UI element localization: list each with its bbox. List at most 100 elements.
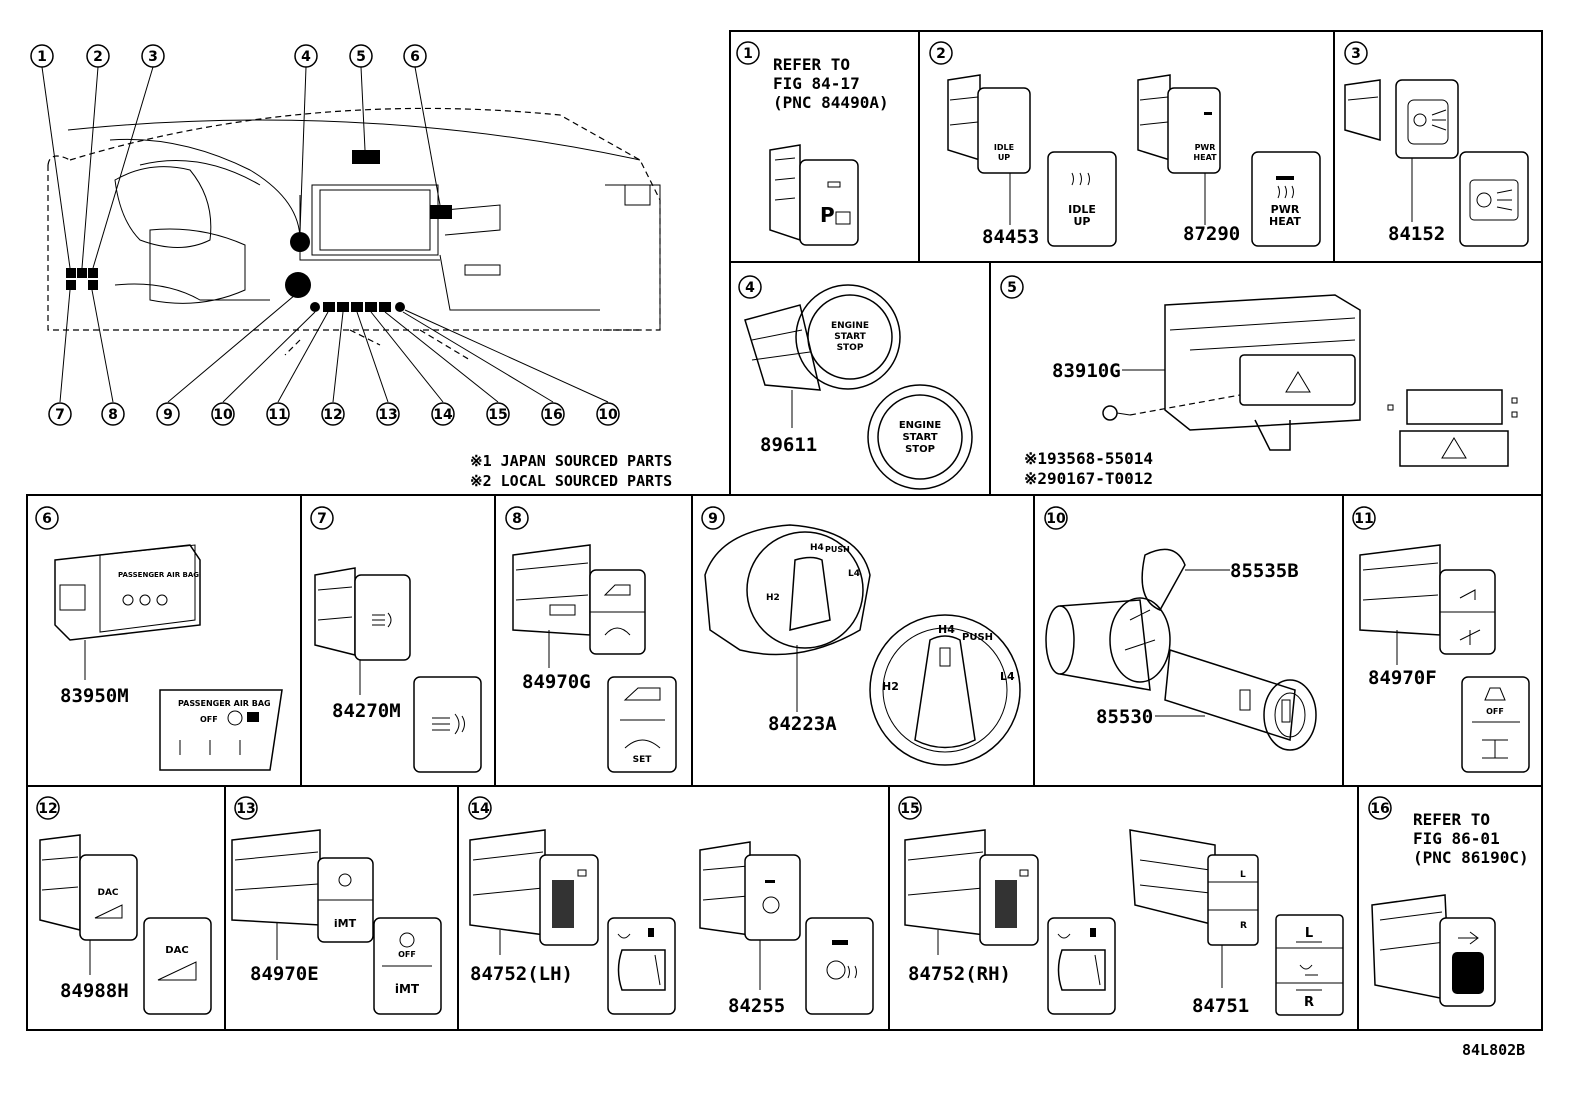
seat-heater-lr-switch: L R (1129, 829, 1259, 946)
svg-text:1: 1 (743, 46, 753, 62)
refer-line-2: FIG 84-17 (773, 74, 860, 93)
svg-text:ENGINE: ENGINE (831, 321, 869, 331)
svg-text:16: 16 (543, 407, 562, 423)
callout-2: 2 (86, 44, 110, 68)
svg-text:PUSH: PUSH (825, 545, 850, 554)
hazard-switch-marker (352, 150, 380, 164)
seat-heater-lr-icon-box: L R (1275, 914, 1344, 1016)
svg-text:2: 2 (93, 49, 103, 65)
svg-text:6: 6 (42, 511, 52, 527)
svg-text:H2: H2 (882, 680, 899, 693)
dual-switch-84970F (1359, 544, 1496, 655)
callout-10b: 10 (596, 402, 620, 426)
socket-sleeve (1045, 597, 1171, 691)
panel-6: 6 PASSENGER AIR BAG 83950M PASSENGER AIR… (35, 506, 283, 771)
svg-text:10: 10 (1046, 511, 1066, 527)
dual-switch-icon-box-F: OFF (1461, 676, 1530, 773)
svg-text:7: 7 (55, 407, 65, 423)
airbag-indicator-unit: PASSENGER AIR BAG (54, 544, 201, 641)
svg-text:UP: UP (1074, 215, 1091, 228)
imt-icon-box: OFF iMT (373, 917, 442, 1015)
svg-text:11: 11 (268, 407, 287, 423)
seat-heater-dial-rh (904, 829, 1039, 946)
dac-icon-box: DAC (143, 917, 212, 1015)
callout-5: 5 (349, 44, 373, 68)
heated-steering-icon-box (805, 917, 874, 1015)
svg-text:6: 6 (410, 49, 420, 65)
pwr-heat-switch: PWR HEAT (1137, 74, 1221, 174)
svg-text:12: 12 (323, 407, 342, 423)
svg-text:SET: SET (633, 755, 653, 765)
airbag-indicator-face: PASSENGER AIR BAG OFF (159, 689, 283, 771)
callout-14: 14 (431, 402, 455, 426)
part-85530: 85530 (1096, 706, 1153, 728)
svg-text:11: 11 (1354, 511, 1373, 527)
engine-start-button-face: ENGINE START STOP (867, 384, 973, 490)
engine-start-marker (290, 232, 310, 252)
svg-text:START: START (902, 432, 937, 443)
svg-text:ENGINE: ENGINE (899, 420, 941, 431)
panel-4: 4 ENGINE START STOP 89611 ENGINE START S… (738, 275, 973, 490)
svg-text:H2: H2 (766, 593, 780, 603)
switch-marker-7 (66, 280, 76, 290)
panel-11: 11 84970F OFF (1352, 506, 1530, 773)
refer16-line-1: REFER TO (1413, 810, 1490, 829)
4wd-knob-marker (285, 272, 311, 298)
svg-text:PASSENGER AIR BAG: PASSENGER AIR BAG (118, 571, 199, 579)
svg-text:IDLE: IDLE (994, 143, 1014, 152)
part-84223A: 84223A (768, 713, 837, 735)
part-84255: 84255 (728, 995, 785, 1017)
svg-text:L4: L4 (1000, 670, 1015, 683)
svg-text:15: 15 (488, 407, 507, 423)
panel-13: 13 iMT 84970E OFF iMT (231, 796, 442, 1015)
svg-text:iMT: iMT (395, 982, 420, 996)
part-290167-T0012: ※290167-T0012 (1024, 469, 1153, 488)
airbag-indicator-marker (430, 205, 452, 219)
svg-text:12: 12 (38, 801, 57, 817)
svg-text:10: 10 (213, 407, 233, 423)
part-87290: 87290 (1183, 223, 1240, 245)
callout-12: 12 (321, 402, 345, 426)
callout-11: 11 (266, 402, 290, 426)
svg-text:5: 5 (1007, 280, 1017, 296)
part-84270M: 84270M (332, 700, 401, 722)
svg-text:HEAT: HEAT (1193, 153, 1217, 162)
grid-frame (26, 30, 1543, 1031)
svg-text:STOP: STOP (837, 343, 864, 353)
headlight-level-icon-box (1459, 151, 1529, 247)
callout-4: 4 (294, 44, 318, 68)
svg-text:3: 3 (1351, 46, 1361, 62)
part-84453: 84453 (982, 226, 1039, 248)
usb-port (1371, 894, 1496, 1007)
parking-brake-switch: P (769, 144, 859, 246)
svg-text:8: 8 (108, 407, 118, 423)
svg-text:13: 13 (236, 801, 255, 817)
part-84988H: 84988H (60, 980, 129, 1002)
refer16-line-3: (PNC 86190C) (1413, 848, 1529, 867)
dac-switch: DAC (39, 834, 138, 941)
seat-heater-rh-icon-box (1047, 917, 1116, 1015)
switch-marker-8 (88, 280, 98, 290)
svg-text:DAC: DAC (97, 888, 118, 898)
panel-10: 10 85535B 85530 (1044, 506, 1317, 751)
figure-code: 84L802B (1462, 1041, 1525, 1059)
panel-9: 9 H4 PUSH H2 L4 84223A H4 PUSH H2 L4 (701, 506, 1021, 766)
callout-15: 15 (486, 402, 510, 426)
part-83950M: 83950M (60, 685, 129, 707)
svg-text:P: P (820, 203, 835, 227)
svg-text:10: 10 (598, 407, 618, 423)
svg-text:R: R (1240, 921, 1247, 931)
dashboard-overview (41, 66, 661, 403)
svg-text:iMT: iMT (334, 917, 357, 930)
refer16-line-2: FIG 86-01 (1413, 829, 1500, 848)
panel-14: 14 84752(LH) 84255 (468, 796, 874, 1017)
callout-6: 6 (403, 44, 427, 68)
defogger-icon-box (413, 676, 482, 773)
svg-text:8: 8 (512, 511, 522, 527)
callout-10a: 10 (211, 402, 235, 426)
part-84751: 84751 (1192, 995, 1249, 1017)
svg-text:START: START (834, 332, 866, 342)
pwr-heat-icon-box: PWR HEAT (1251, 151, 1321, 247)
seat-heater-lh-icon-box (607, 917, 676, 1015)
